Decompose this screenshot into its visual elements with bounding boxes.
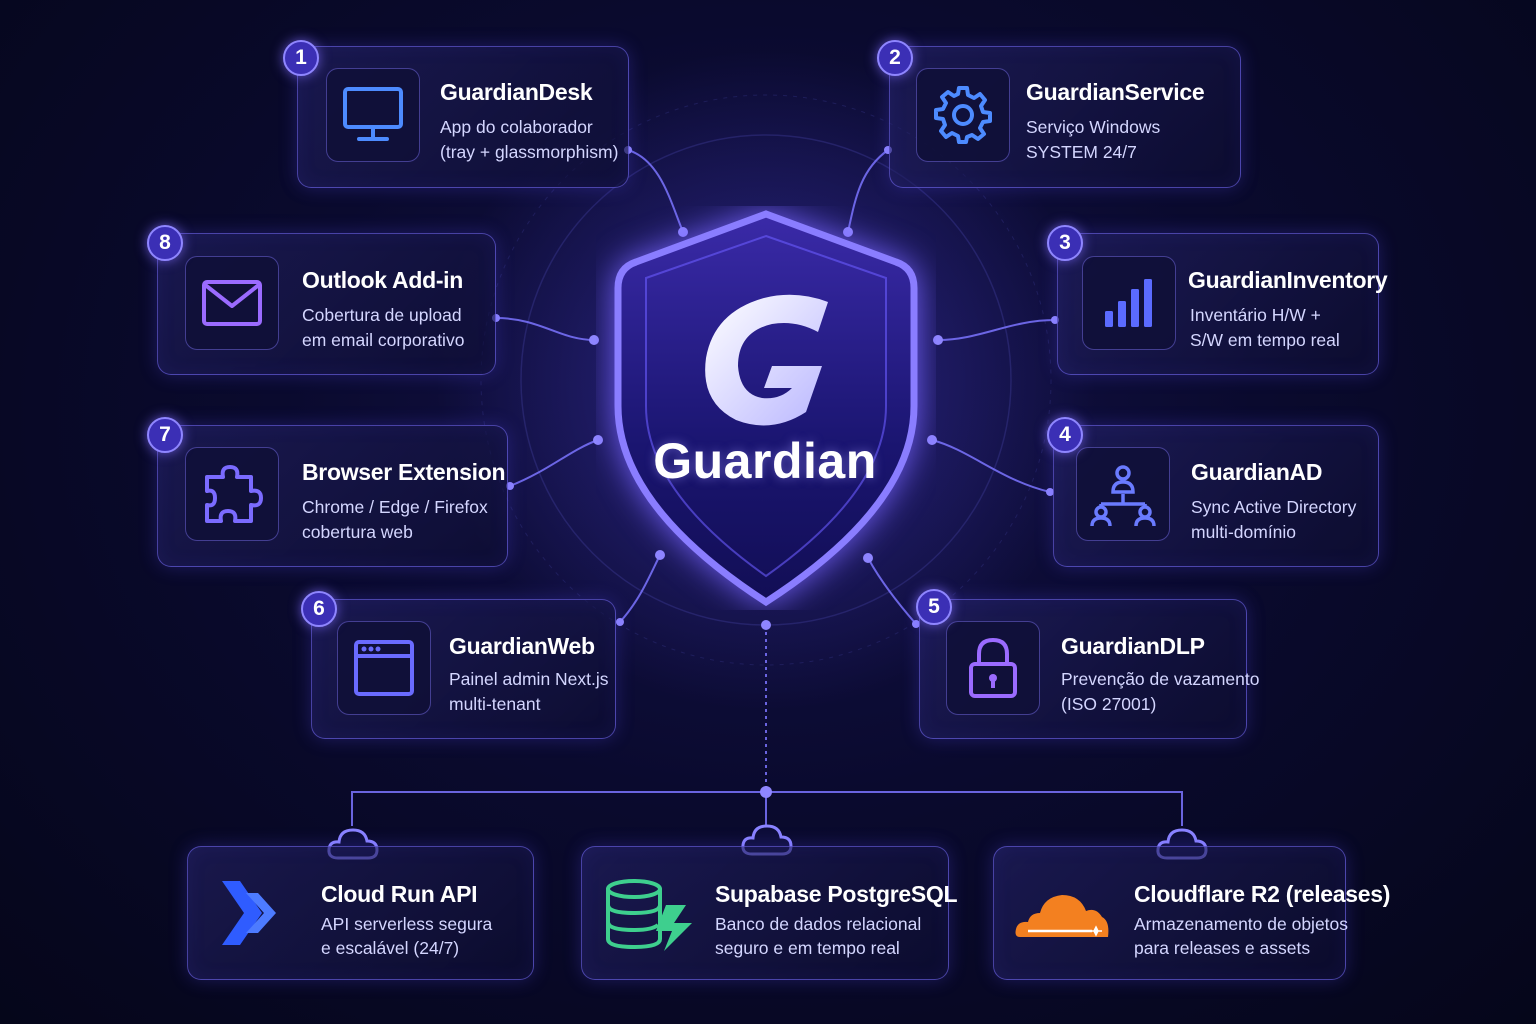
- module-desc-line1: Serviço Windows: [1026, 117, 1161, 137]
- database-icon: [606, 879, 692, 951]
- module-number-badge: 2: [877, 40, 913, 76]
- module-desc-line2: multi-tenant: [449, 694, 541, 714]
- module-number-badge: 8: [147, 225, 183, 261]
- module-desc-line1: Inventário H/W +: [1190, 305, 1321, 325]
- infra-desc-line1: Armazenamento de objetos: [1134, 914, 1349, 934]
- module-desc-line1: Prevenção de vazamento: [1061, 669, 1260, 689]
- module-card-guardianservice[interactable]: GuardianService Serviço Windows SYSTEM 2…: [889, 46, 1241, 188]
- infra-card-supabase[interactable]: Supabase PostgreSQL Banco de dados relac…: [581, 846, 958, 980]
- module-card-guardiandlp[interactable]: GuardianDLP Prevenção de vazamento (ISO …: [919, 599, 1259, 739]
- envelope-icon-box: [185, 256, 279, 350]
- bar-chart-icon-box: [1082, 256, 1176, 350]
- module-card-guardianinventory[interactable]: GuardianInventory Inventário H/W + S/W e…: [1057, 233, 1388, 375]
- infra-title: Supabase PostgreSQL: [715, 881, 958, 907]
- module-desc-line2: S/W em tempo real: [1190, 330, 1340, 350]
- module-desc-line1: Cobertura de upload: [302, 305, 462, 325]
- module-desc-line1: Painel admin Next.js: [449, 669, 609, 689]
- module-card-browser-extension[interactable]: Browser Extension Chrome / Edge / Firefo…: [157, 425, 508, 567]
- module-desc-line2: (tray + glassmorphism): [440, 142, 619, 162]
- module-desc-line2: cobertura web: [302, 522, 413, 542]
- module-card-guardianad[interactable]: GuardianAD Sync Active Directory multi-d…: [1053, 425, 1379, 567]
- infra-desc-line1: Banco de dados relacional: [715, 914, 922, 934]
- module-title: GuardianService: [1026, 79, 1205, 105]
- infra-card-cloudflare-r2[interactable]: Cloudflare R2 (releases) Armazenamento d…: [993, 846, 1390, 980]
- envelope-icon: [202, 280, 262, 326]
- lock-icon: [969, 637, 1017, 698]
- module-title: Outlook Add-in: [302, 267, 464, 293]
- infra-card-cloud-run[interactable]: Cloud Run API API serverless segura e es…: [187, 846, 534, 980]
- infra-desc-line2: seguro e em tempo real: [715, 938, 900, 958]
- puzzle-icon: [205, 465, 263, 523]
- infra-title: Cloud Run API: [321, 881, 478, 907]
- module-title: GuardianDesk: [440, 79, 593, 105]
- infra-desc-line2: para releases e assets: [1134, 938, 1311, 958]
- module-number-badge: 6: [301, 591, 337, 627]
- module-card-outlook-addin[interactable]: Outlook Add-in Cobertura de upload em em…: [157, 233, 496, 375]
- infra-desc-line2: e escalável (24/7): [321, 938, 460, 958]
- puzzle-icon-box: [185, 447, 279, 541]
- module-desc-line2: SYSTEM 24/7: [1026, 142, 1137, 162]
- monitor-icon-box: [326, 68, 420, 162]
- cloudflare-icon: [1015, 895, 1109, 937]
- module-card-guardiandesk[interactable]: GuardianDesk App do colaborador (tray + …: [297, 46, 629, 188]
- module-number-badge: 4: [1047, 417, 1083, 453]
- module-number-badge: 5: [916, 589, 952, 625]
- module-desc-line2: em email corporativo: [302, 330, 465, 350]
- org-chart-icon-box: [1076, 447, 1170, 541]
- module-title: Browser Extension: [302, 459, 506, 485]
- module-desc-line1: Sync Active Directory: [1191, 497, 1357, 517]
- module-card-guardianweb[interactable]: GuardianWeb Painel admin Next.js multi-t…: [311, 599, 616, 739]
- module-number-badge: 1: [283, 40, 319, 76]
- module-number-badge: 7: [147, 417, 183, 453]
- module-number-badge: 3: [1047, 225, 1083, 261]
- module-desc-line2: multi-domínio: [1191, 522, 1297, 542]
- g-letter-mark: [705, 294, 828, 426]
- module-desc-line1: App do colaborador: [440, 117, 593, 137]
- bar-chart-icon: [1105, 279, 1152, 327]
- module-title: GuardianDLP: [1061, 633, 1205, 659]
- infra-title: Cloudflare R2 (releases): [1134, 881, 1391, 907]
- org-chart-icon: [1090, 465, 1156, 526]
- browser-window-icon-box: [337, 621, 431, 715]
- gear-icon: [934, 86, 992, 144]
- lock-icon-box: [946, 621, 1040, 715]
- module-title: GuardianInventory: [1188, 267, 1388, 293]
- browser-window-icon: [354, 640, 414, 696]
- gear-icon-box: [916, 68, 1010, 162]
- module-desc-line2: (ISO 27001): [1061, 694, 1157, 714]
- module-title: GuardianWeb: [449, 633, 595, 659]
- brand-name: Guardian: [653, 433, 877, 489]
- cloud-run-icon: [222, 881, 276, 945]
- module-title: GuardianAD: [1191, 459, 1323, 485]
- infra-desc-line1: API serverless segura: [321, 914, 493, 934]
- monitor-icon: [343, 87, 403, 141]
- module-desc-line1: Chrome / Edge / Firefox: [302, 497, 488, 517]
- guardian-shield-logo: [614, 210, 918, 607]
